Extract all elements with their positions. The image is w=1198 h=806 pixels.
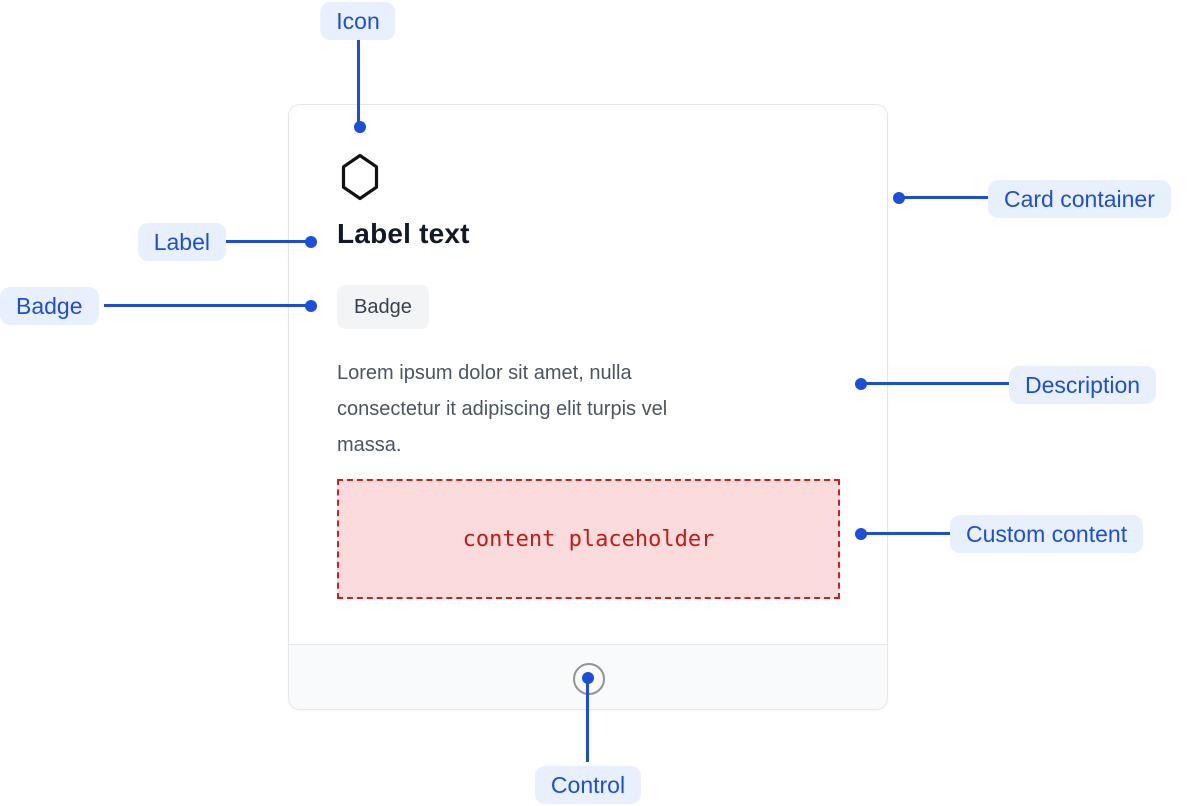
annotation-line-label	[226, 240, 311, 243]
description-line: consectetur it adipiscing elit turpis ve…	[337, 398, 668, 420]
custom-content-placeholder: content placeholder	[337, 479, 840, 599]
annotation-dot-badge	[305, 300, 317, 312]
annotation-line-badge	[104, 304, 311, 307]
placeholder-text: content placeholder	[462, 526, 715, 552]
annotation-line-custom-content	[861, 532, 950, 535]
annotation-pill-icon: Icon	[320, 2, 396, 40]
annotation-dot-label	[305, 236, 317, 248]
card-label-text: Label text	[337, 218, 470, 249]
annotation-dot-card-container	[893, 192, 905, 204]
hexagon-icon	[340, 153, 380, 206]
card-container: Label text Badge Lorem ipsum dolor sit a…	[288, 104, 888, 710]
annotation-line-icon	[357, 40, 360, 127]
control-button[interactable]	[573, 663, 605, 695]
card-description: Lorem ipsum dolor sit amet, nulla consec…	[337, 355, 667, 463]
annotation-line-control	[586, 678, 589, 762]
card-badge: Badge	[337, 285, 429, 329]
description-line: massa.	[337, 434, 402, 456]
annotation-pill-badge: Badge	[0, 287, 99, 325]
annotation-pill-label: Label	[137, 223, 226, 261]
annotation-dot-custom-content	[855, 528, 867, 540]
annotation-dot-control	[582, 672, 594, 684]
annotation-dot-icon	[354, 121, 366, 133]
annotation-pill-description: Description	[1009, 366, 1157, 404]
description-line: Lorem ipsum dolor sit amet, nulla	[337, 362, 632, 384]
annotation-pill-custom-content: Custom content	[950, 515, 1144, 553]
annotation-pill-card-container: Card container	[988, 180, 1171, 218]
annotation-pill-control: Control	[534, 766, 642, 804]
annotation-line-description	[861, 382, 1009, 385]
annotation-dot-description	[855, 378, 867, 390]
annotation-line-card-container	[899, 196, 988, 199]
